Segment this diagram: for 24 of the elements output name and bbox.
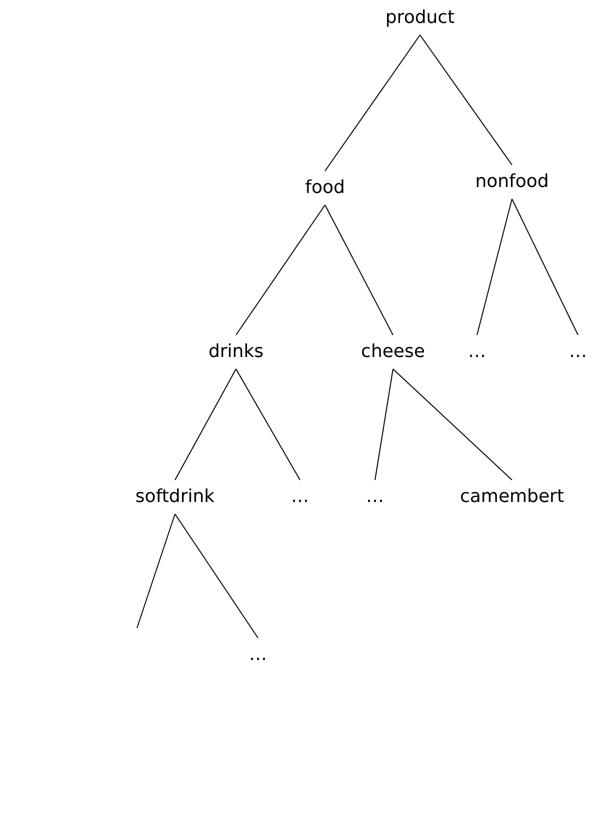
tree-branch-line [420,34,512,166]
tree-branch-line [174,514,258,638]
node-label: … [287,480,313,514]
tree-branch-line [236,204,326,336]
tree-branch-line [236,368,300,480]
node-label: … [362,480,388,514]
node-label: product [381,1,459,35]
node-label: nonfood [471,165,553,199]
node-label: cheese [357,335,429,369]
tree-branch-line [476,198,512,336]
tree-branch-line [136,514,176,628]
tree-branch-line [392,368,512,480]
node-label: food [301,171,349,205]
node-label: softdrink [131,480,219,514]
tree-branch-line [174,368,236,480]
node-label: drinks [204,335,268,369]
tree-branch-line [324,34,420,172]
tree-branch-line [512,198,578,336]
node-label: … [245,638,271,672]
tree-branch-line [324,204,394,336]
node-label: … [565,335,591,369]
node-label: camembert [456,480,568,514]
node-label: … [464,335,490,369]
tree-branch-line [374,368,394,480]
